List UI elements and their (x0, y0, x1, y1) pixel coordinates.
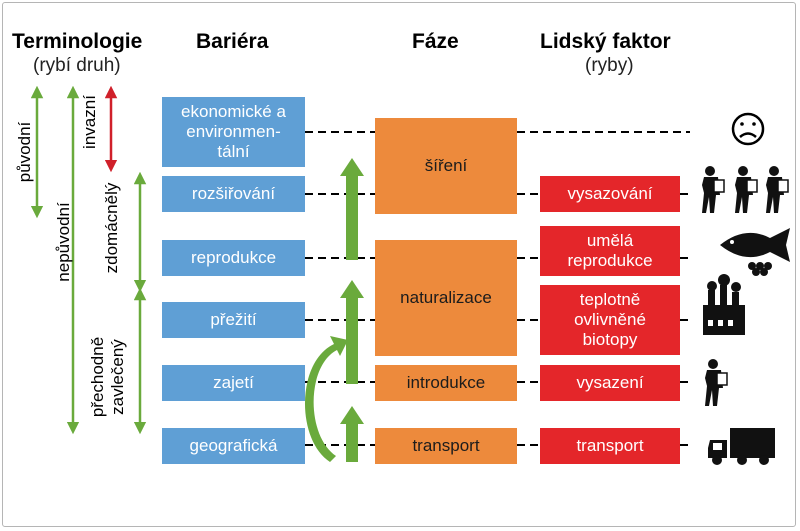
barrier-survival: přežití (162, 302, 305, 338)
green-up-arrows (304, 158, 364, 462)
barrier-reproduction: reprodukce (162, 240, 305, 276)
factor-stocking: vysazování (540, 176, 680, 212)
factor-thermal-habitats: teplotně ovlivněné biotopy (540, 285, 680, 355)
header-terminology: Terminologie (12, 30, 143, 53)
sad-face-icon (731, 112, 765, 146)
truck-icon (708, 428, 775, 465)
fish-icon (720, 228, 790, 276)
factor-artificial-reproduction: umělá reprodukce (540, 226, 680, 276)
dashed-connectors (305, 131, 690, 446)
barrier-geographic: geografická (162, 428, 305, 464)
header-terminology-sub: (rybí druh) (33, 55, 121, 76)
up-arrow-bottom (340, 406, 364, 462)
barrier-economic-environmental: ekonomické a environmen-tální (162, 97, 305, 167)
factory-icon (703, 274, 745, 335)
barrier-captivity: zajetí (162, 365, 305, 401)
phase-naturalization: naturalizace (375, 240, 517, 356)
header-human-factor-sub: (ryby) (585, 55, 634, 76)
factor-release: vysazení (540, 365, 680, 401)
header-human-factor: Lidský faktor (540, 30, 671, 53)
phase-introduction: introdukce (375, 365, 517, 401)
header-phase: Fáze (412, 30, 459, 53)
factor-transport: transport (540, 428, 680, 464)
up-arrow-middle (340, 280, 364, 384)
people-stocking-icon (702, 166, 789, 213)
up-arrow-top (340, 158, 364, 260)
phase-transport: transport (375, 428, 517, 464)
header-barrier: Bariéra (196, 30, 269, 53)
curved-arrow (304, 336, 348, 462)
phase-spread: šíření (375, 118, 517, 214)
barrier-spread: rozšiřování (162, 176, 305, 212)
person-stocking-icon (705, 359, 728, 406)
